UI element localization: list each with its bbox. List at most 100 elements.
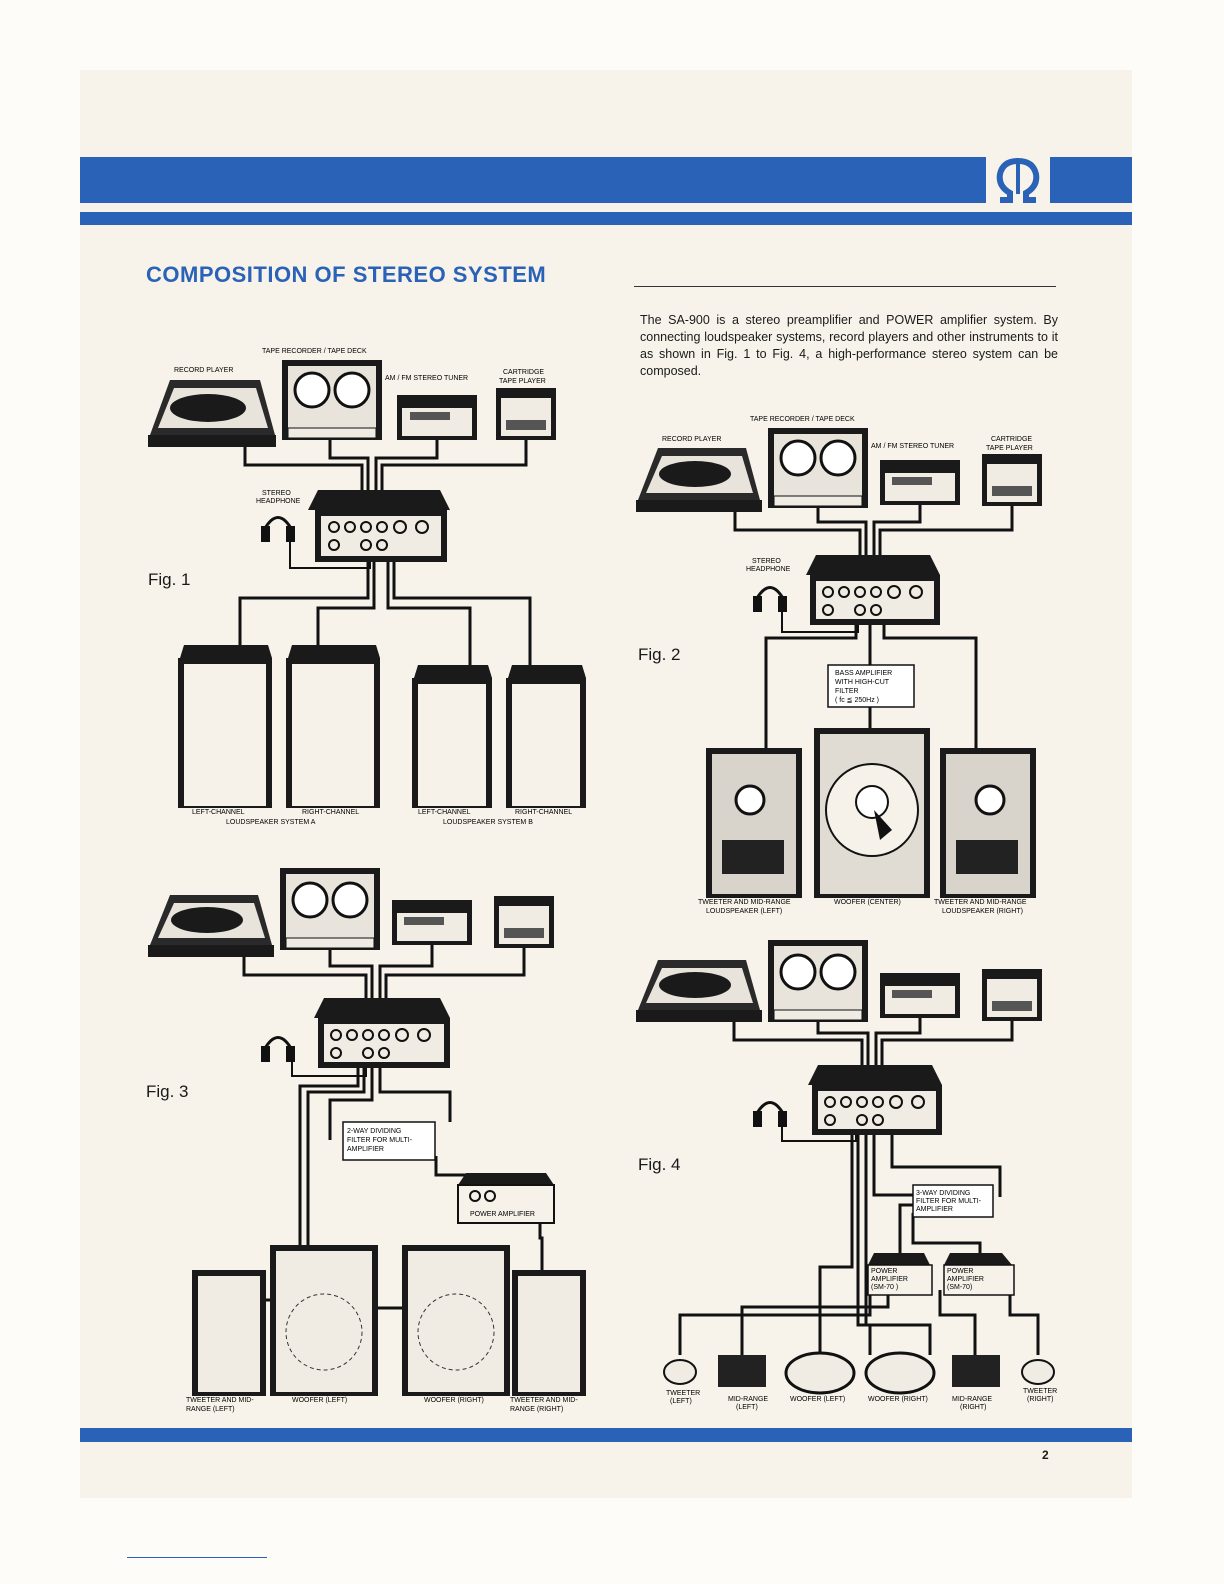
page-title: COMPOSITION OF STEREO SYSTEM: [146, 262, 547, 287]
fig2-cart1-label: CARTRIDGE: [991, 436, 1032, 443]
footer-band: [80, 1428, 1132, 1442]
fig1-hp1-label: STEREO: [262, 490, 291, 497]
woofer-left: [270, 1245, 378, 1396]
tweeter-right: [1021, 1359, 1055, 1385]
fig1-system-a: LOUDSPEAKER SYSTEM A: [226, 819, 316, 826]
fig4-mrr1: MID-RANGE: [952, 1396, 992, 1403]
amplifier: [308, 490, 450, 562]
woofer-left: [784, 1351, 856, 1395]
fig3-filter1: 2-WAY DIVIDING: [347, 1128, 401, 1135]
fig2-label: Fig. 2: [638, 645, 681, 664]
cartridge-player: [494, 896, 554, 948]
fig4-filter3: AMPLIFIER: [916, 1206, 953, 1213]
amplifier: [806, 555, 940, 625]
fig3-diagram: 2-WAY DIVIDING FILTER FOR MULTI- AMPLIFI…: [148, 868, 586, 1413]
fig2-bass2: WITH HIGH-CUT: [835, 679, 890, 686]
title-rule: [634, 286, 1056, 287]
woofer-right: [402, 1245, 510, 1396]
fig2-twl1: TWEETER AND MID-RANGE: [698, 899, 791, 906]
fig2-hp1-label: STEREO: [752, 558, 781, 565]
fig1-label: Fig. 1: [148, 570, 191, 589]
fig4-pb2: AMPLIFIER: [947, 1276, 984, 1283]
fig1-tuner-label: AM / FM STEREO TUNER: [385, 375, 468, 382]
woofer-center: [814, 728, 930, 898]
tweeter-left: [663, 1359, 697, 1385]
headphone-icon: [753, 586, 787, 612]
fig3-label: Fig. 3: [146, 1082, 189, 1101]
fig4-pb3: (SM-70): [947, 1284, 972, 1291]
fig4-filter2: FILTER FOR MULTI-: [916, 1198, 982, 1205]
fig2-bass3: FILTER: [835, 688, 859, 695]
record-player: [148, 895, 274, 957]
fig4-mrl1: MID-RANGE: [728, 1396, 768, 1403]
cartridge-player: [982, 454, 1042, 506]
speaker-system-b: [412, 665, 586, 808]
fig1-left-a: LEFT-CHANNEL: [192, 809, 245, 816]
amplifier: [808, 1065, 942, 1135]
headphone-icon: [261, 516, 295, 542]
tuner: [880, 460, 960, 505]
fig1-tape-label: TAPE RECORDER / TAPE DECK: [262, 348, 367, 355]
record-player: [636, 960, 762, 1022]
fig4-wfl: WOOFER (LEFT): [790, 1396, 845, 1403]
power-amplifier-a: [867, 1253, 933, 1296]
fig4-mrl2: (LEFT): [736, 1404, 758, 1411]
cartridge-player: [496, 388, 556, 440]
amplifier: [314, 998, 450, 1068]
fig2-woofer: WOOFER (CENTER): [834, 899, 901, 906]
headphone-icon: [753, 1101, 787, 1127]
fig2-twr2: LOUDSPEAKER (RIGHT): [942, 908, 1023, 915]
fig1-right-a: RIGHT-CHANNEL: [302, 809, 359, 816]
tweeter-midrange-right: [940, 748, 1036, 898]
fig4-twl2: (LEFT): [670, 1398, 692, 1405]
fig4-pa2: AMPLIFIER: [871, 1276, 908, 1283]
fig3-filter2: FILTER FOR MULTI-: [347, 1137, 413, 1144]
tape-deck: [280, 868, 380, 950]
fig2-bass1: BASS AMPLIFIER: [835, 670, 892, 677]
fig1-diagram: TAPE RECORDER / TAPE DECK RECORD PLAYER …: [148, 348, 586, 826]
power-amplifier-b: [943, 1253, 1015, 1296]
header-band: [80, 157, 1132, 203]
fig4-pa1: POWER: [871, 1268, 897, 1275]
fig4-filter1: 3-WAY DIVIDING: [916, 1190, 970, 1197]
fig4-twr2: (RIGHT): [1027, 1396, 1053, 1403]
fig4-diagram: 3-WAY DIVIDING FILTER FOR MULTI- AMPLIFI…: [636, 940, 1057, 1411]
cartridge-player: [982, 969, 1042, 1021]
fig2-twr1: TWEETER AND MID-RANGE: [934, 899, 1027, 906]
fig1-system-b: LOUDSPEAKER SYSTEM B: [443, 819, 533, 826]
fig3-filter3: AMPLIFIER: [347, 1146, 384, 1153]
fig4-twr1: TWEETER: [1023, 1388, 1057, 1395]
tape-deck: [768, 428, 868, 508]
fig4-pb1: POWER: [947, 1268, 973, 1275]
header-thin-band: [80, 212, 1132, 225]
tuner: [392, 900, 472, 945]
fig2-twl2: LOUDSPEAKER (LEFT): [706, 908, 782, 915]
intro-paragraph: The SA-900 is a stereo preamplifier and …: [640, 313, 1058, 378]
speaker-system-a: [178, 645, 380, 808]
fig1-record-label: RECORD PLAYER: [174, 367, 233, 374]
tweeter-midrange-left: [706, 748, 802, 898]
page-number: 2: [1042, 1448, 1049, 1462]
tuner: [397, 395, 477, 440]
fig1-right-b: RIGHT-CHANNEL: [515, 809, 572, 816]
record-player: [148, 380, 276, 447]
fig2-record-label: RECORD PLAYER: [662, 436, 721, 443]
fig2-hp2-label: HEADPHONE: [746, 566, 791, 573]
fig3-woofer-left: WOOFER (LEFT): [292, 1397, 347, 1404]
tape-deck: [282, 360, 382, 440]
midrange-left: [718, 1355, 766, 1387]
woofer-right: [864, 1351, 936, 1395]
tweeter-midrange-left: [192, 1270, 266, 1396]
fig3-twl1: TWEETER AND MID-: [186, 1397, 254, 1404]
fig4-twl1: TWEETER: [666, 1390, 700, 1397]
record-player: [636, 448, 762, 512]
omega-icon: [986, 150, 1050, 210]
tuner: [880, 973, 960, 1018]
fig1-cart2-label: TAPE PLAYER: [499, 378, 546, 385]
logo: [986, 150, 1050, 210]
fig4-label: Fig. 4: [638, 1155, 681, 1174]
fig3-power: POWER AMPLIFIER: [470, 1211, 535, 1218]
fig4-mrr2: (RIGHT): [960, 1404, 986, 1411]
fig1-left-b: LEFT-CHANNEL: [418, 809, 471, 816]
fig2-bass4: ( fc ≦ 250Hz ): [835, 697, 879, 704]
